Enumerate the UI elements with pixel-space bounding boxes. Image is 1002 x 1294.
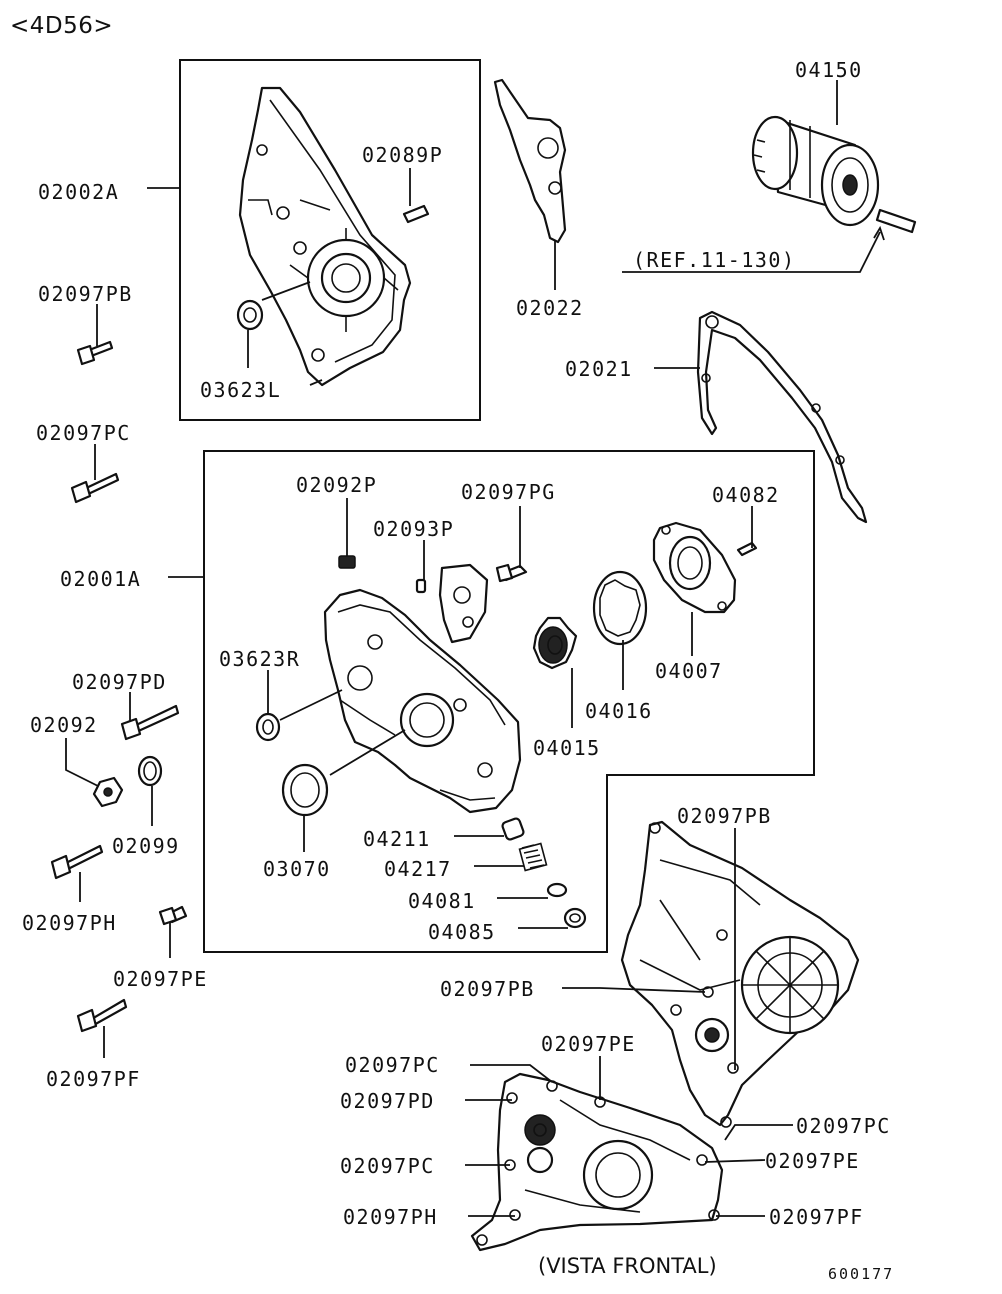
label-03623r: 03623R	[219, 647, 300, 671]
label-02089p: 02089P	[362, 143, 443, 167]
nut-02092[interactable]	[92, 776, 124, 808]
bolt-02097pc-left[interactable]	[70, 472, 120, 504]
label-04015: 04015	[533, 736, 601, 760]
relief-valve-cover[interactable]	[438, 563, 489, 644]
plug-04085[interactable]	[563, 907, 587, 929]
oil-pump-group-box	[203, 450, 815, 953]
oil-seal-03623l[interactable]	[236, 299, 264, 331]
label-02097pf-2: 02097PF	[769, 1205, 864, 1229]
label-02022: 02022	[516, 296, 584, 320]
part-labels: 04150 02089P 02002A (REF.11-130) 02097PB…	[22, 58, 891, 1229]
inner-rotor-04015[interactable]	[532, 616, 578, 670]
gasket-02022[interactable]	[493, 78, 567, 244]
gasket-02021[interactable]	[696, 310, 868, 524]
label-02097pb-3: 02097PB	[440, 977, 535, 1001]
timing-cover-upper[interactable]	[238, 86, 412, 387]
label-02097pc-4: 02097PC	[340, 1154, 435, 1178]
label-02097pg: 02097PG	[461, 480, 556, 504]
plug-02092p[interactable]	[338, 555, 356, 569]
crankshaft-seal-03070[interactable]	[281, 763, 329, 817]
oil-filter-04150[interactable]	[751, 115, 917, 234]
label-02092: 02092	[30, 713, 98, 737]
label-02099: 02099	[112, 834, 180, 858]
screw-04082[interactable]	[736, 541, 758, 557]
label-02097pc-1: 02097PC	[36, 421, 131, 445]
label-ref-11-130: (REF.11-130)	[633, 248, 796, 272]
oil-pump-case-02001a[interactable]	[323, 588, 522, 814]
label-02093p: 02093P	[373, 517, 454, 541]
label-02001a: 02001A	[60, 567, 141, 591]
bolt-02097ph-left[interactable]	[50, 844, 104, 880]
label-04016: 04016	[585, 699, 653, 723]
label-02097pe-1: 02097PE	[113, 967, 208, 991]
front-view-oil-pump-case	[470, 1072, 724, 1252]
front-view-caption: (VISTA FRONTAL)	[538, 1254, 717, 1278]
label-03623l: 03623L	[200, 378, 281, 402]
label-04082: 04082	[712, 483, 780, 507]
label-02097pc-2: 02097PC	[345, 1053, 440, 1077]
gasket-04081[interactable]	[546, 882, 568, 898]
front-view-upper-cover	[620, 820, 860, 1128]
dowel-pin-02089p[interactable]	[402, 204, 430, 224]
o-ring-02099[interactable]	[137, 755, 163, 787]
label-04081: 04081	[408, 889, 476, 913]
label-04211: 04211	[363, 827, 431, 851]
relief-spring-04217[interactable]	[518, 842, 548, 872]
diagram-code: 600177	[828, 1265, 894, 1283]
label-02097ph-2: 02097PH	[343, 1205, 438, 1229]
relief-plunger-04211[interactable]	[501, 817, 525, 841]
label-04085: 04085	[428, 920, 496, 944]
oil-seal-03623r[interactable]	[255, 712, 281, 742]
bolt-02097pf-left[interactable]	[76, 998, 128, 1033]
label-02097pf-1: 02097PF	[46, 1067, 141, 1091]
bolt-02097pb-left[interactable]	[76, 340, 114, 366]
label-04150: 04150	[795, 58, 863, 82]
label-02002a: 02002A	[38, 180, 119, 204]
label-02097pc-3: 02097PC	[796, 1114, 891, 1138]
label-02097pd-2: 02097PD	[340, 1089, 435, 1113]
bolt-02097pd-left[interactable]	[120, 704, 180, 741]
bolt-02097pg[interactable]	[495, 563, 528, 583]
engine-code-title: <4D56>	[10, 13, 113, 39]
label-02097pd-1: 02097PD	[72, 670, 167, 694]
label-02021: 02021	[565, 357, 633, 381]
bolt-02097pe-left[interactable]	[158, 905, 188, 926]
label-02092p: 02092P	[296, 473, 377, 497]
label-04217: 04217	[384, 857, 452, 881]
label-02097pe-3: 02097PE	[765, 1149, 860, 1173]
label-02097pb-1: 02097PB	[38, 282, 133, 306]
label-04007: 04007	[655, 659, 723, 683]
label-03070: 03070	[263, 857, 331, 881]
timing-cover-group-box	[179, 59, 481, 421]
oil-pump-cover-04007[interactable]	[652, 521, 737, 614]
outer-rotor-04016[interactable]	[592, 570, 648, 646]
label-02097pb-2: 02097PB	[677, 804, 772, 828]
leader-lines	[65, 80, 885, 1217]
pin-02093p[interactable]	[415, 578, 427, 594]
label-02097pe-2: 02097PE	[541, 1032, 636, 1056]
label-02097ph-1: 02097PH	[22, 911, 117, 935]
